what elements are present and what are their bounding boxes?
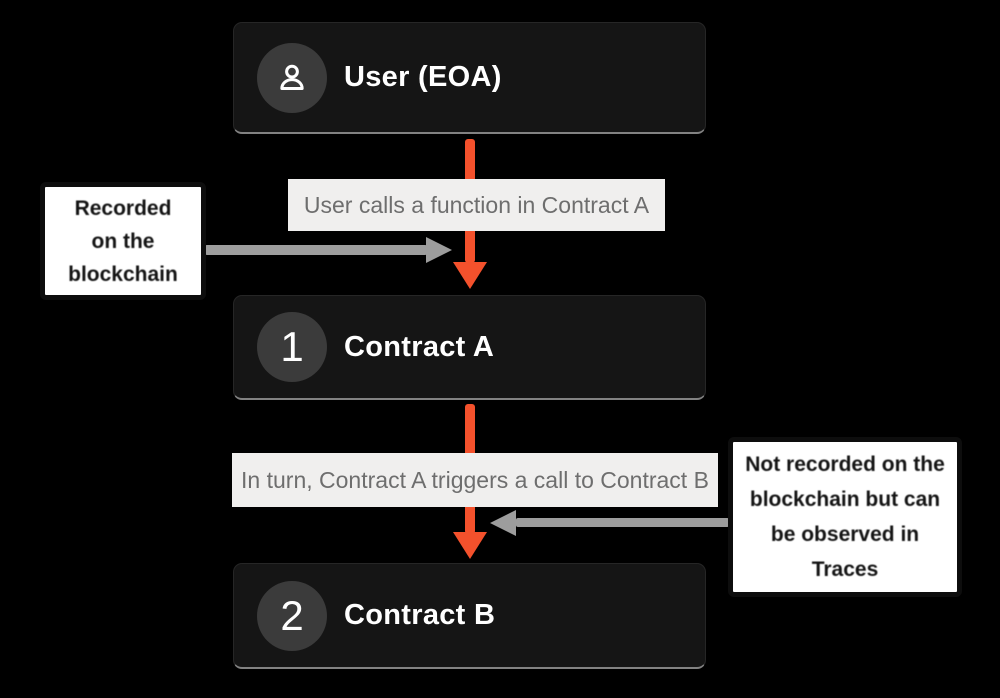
callout-line: Not recorded on the [745, 453, 945, 476]
node-contract-b-title: Contract B [344, 599, 496, 631]
edge-label-user-calls-contract-a: User calls a function in Contract A [288, 179, 665, 231]
step-1-badge: 1 [257, 312, 327, 382]
callout-line: on the [91, 229, 155, 253]
callout-line: blockchain [68, 262, 178, 286]
node-user-title: User (EOA) [344, 61, 502, 93]
edge-label-contract-a-triggers-contract-b: In turn, Contract A triggers a call to C… [232, 453, 718, 507]
callout-line: Recorded [74, 196, 172, 220]
gray-arrow-recorded-annotation-line [205, 245, 427, 255]
callout-line: Traces [811, 558, 879, 581]
callout-line: be observed in [770, 523, 920, 546]
orange-arrow-contract-a-to-contract-b-head-icon [453, 532, 487, 559]
callout-recorded-on-blockchain: Recorded on the blockchain [40, 182, 206, 300]
gray-arrow-not-recorded-annotation-head-icon [490, 510, 516, 536]
node-user-eoa: User (EOA) [233, 22, 706, 134]
callout-line: blockchain but can [749, 488, 941, 511]
person-icon [280, 64, 304, 90]
orange-arrow-user-to-contract-a-head-icon [453, 262, 487, 289]
gray-arrow-recorded-annotation-head-icon [426, 237, 452, 263]
step-2-badge: 2 [257, 580, 327, 651]
node-contract-a-title: Contract A [344, 330, 495, 363]
user-avatar-circle [257, 42, 327, 113]
gray-arrow-not-recorded-annotation-line [516, 518, 729, 527]
node-contract-a: 1 Contract A [233, 295, 706, 400]
node-contract-b: 2 Contract B [233, 563, 706, 669]
callout-not-recorded-observed-in-traces: Not recorded on the blockchain but can b… [728, 437, 962, 597]
